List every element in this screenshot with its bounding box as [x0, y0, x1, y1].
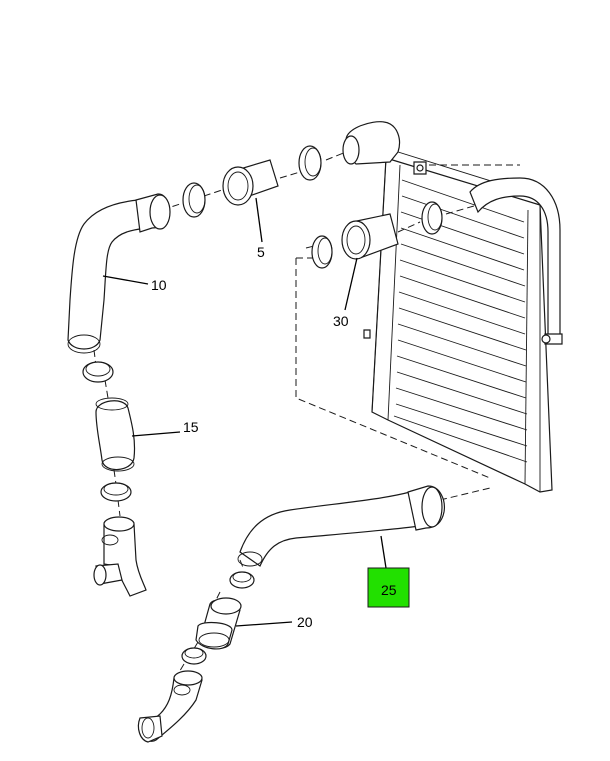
- clamp-a: [182, 182, 206, 218]
- leader-10: [102, 275, 149, 285]
- leader-20: [235, 621, 293, 627]
- lower-elbow-pipe: [137, 670, 203, 743]
- callout-15[interactable]: 15: [183, 419, 199, 435]
- callout-5[interactable]: 5: [257, 244, 265, 260]
- leader-30: [344, 257, 358, 311]
- clamp-e: [82, 361, 114, 383]
- part-10-elbow-hose: [67, 193, 171, 354]
- part-20-coupler: [195, 597, 242, 650]
- clamp-g: [229, 571, 255, 589]
- callout-10[interactable]: 10: [151, 277, 167, 293]
- clamp-d: [421, 201, 443, 235]
- clamp-c: [311, 235, 333, 269]
- callout-25-highlight[interactable]: 25: [367, 567, 410, 608]
- lower-fitting: [93, 516, 147, 597]
- clamp-h: [181, 647, 207, 665]
- callout-25[interactable]: 25: [381, 582, 397, 598]
- part-30-sleeve: [341, 213, 399, 260]
- part-25-hose: [237, 485, 445, 567]
- leader-25: [380, 535, 387, 569]
- clamp-b: [298, 145, 322, 181]
- leader-5: [255, 197, 263, 243]
- intercooler-assembly: [295, 121, 563, 493]
- callout-30[interactable]: 30: [333, 313, 349, 329]
- part-5-sleeve: [222, 159, 279, 206]
- part-15-hose: [95, 397, 136, 472]
- radiator-fins: [393, 179, 528, 463]
- callout-20[interactable]: 20: [297, 614, 313, 630]
- clamp-f: [100, 482, 132, 502]
- highlight-box: [367, 567, 410, 608]
- leader-15: [131, 431, 181, 437]
